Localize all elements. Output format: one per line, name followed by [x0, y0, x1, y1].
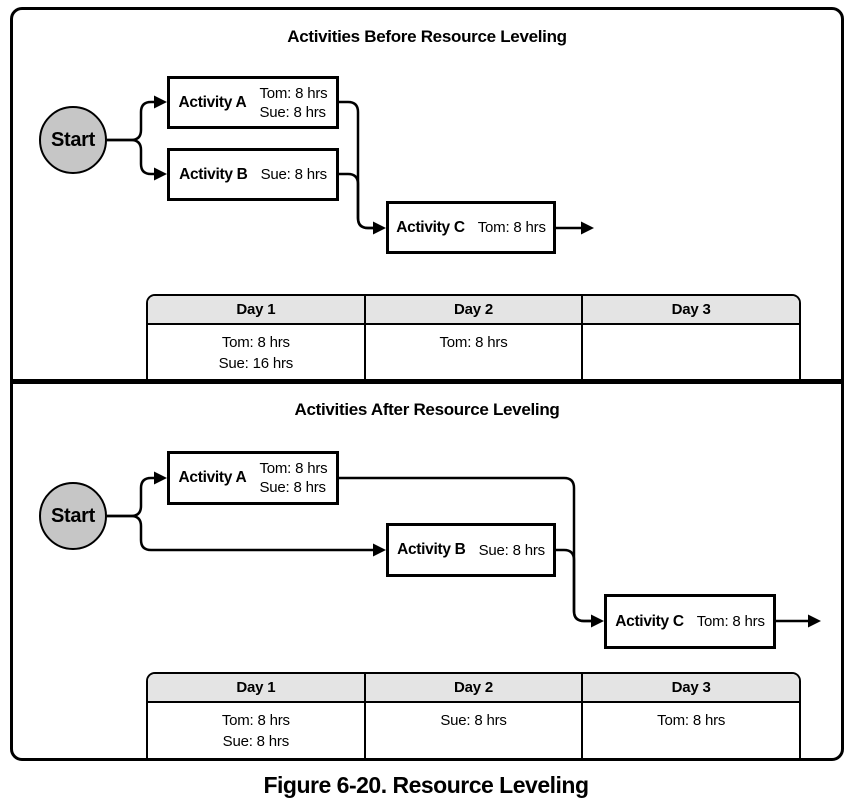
figure-caption: Figure 6-20. Resource Leveling: [263, 772, 589, 798]
activity-resources: Tom: 8 hrs Sue: 8 hrs: [259, 84, 327, 122]
table-header-row: Day 1 Day 2 Day 3: [148, 674, 799, 703]
table-header-day3: Day 3: [581, 296, 799, 323]
table-cell-day2: Sue: 8 hrs: [363, 703, 582, 758]
connector-start-to-activity-a: [107, 100, 154, 142]
resource-line: Sue: 8 hrs: [259, 479, 326, 496]
arrowhead-into-activity-a: [154, 95, 167, 109]
start-label: Start: [50, 128, 96, 151]
activity-name: Activity C: [615, 612, 684, 630]
activity-a-box: Activity A Tom: 8 hrs Sue: 8 hrs: [167, 451, 339, 505]
table-cell-day1: Tom: 8 hrs Sue: 16 hrs: [148, 325, 364, 379]
table-body-row: Tom: 8 hrs Sue: 16 hrs Tom: 8 hrs: [148, 325, 799, 379]
panel-title-before: Activities Before Resource Leveling: [287, 27, 567, 46]
activity-name: Activity B: [179, 165, 248, 183]
activity-name: Activity B: [397, 541, 466, 558]
connector-start-to-activity-b: [107, 138, 154, 176]
activity-resources: Tom: 8 hrs: [697, 612, 765, 631]
arrowhead-into-activity-c: [591, 614, 604, 628]
connector-activity-a-to-c: [339, 100, 373, 230]
resource-line: Sue: 8 hrs: [259, 103, 326, 121]
resource-line: Tom: 8 hrs: [259, 84, 328, 102]
start-label: Start: [50, 504, 96, 527]
resource-line: Sue: 8 hrs: [260, 166, 328, 183]
arrowhead-activity-c-out: [808, 614, 821, 628]
connector-layer-after: [107, 471, 821, 628]
arrowhead-into-activity-a: [154, 471, 167, 485]
activity-resources: Sue: 8 hrs: [260, 165, 328, 184]
table-cell-day2: Tom: 8 hrs: [363, 325, 582, 379]
activity-b-box: Activity B Sue: 8 hrs: [167, 148, 339, 201]
cell-line: Sue: 8 hrs: [222, 733, 290, 750]
table-header-day2: Day 2: [363, 296, 582, 323]
activity-c-box: Activity C Tom: 8 hrs: [386, 201, 556, 254]
table-cell-day1: Tom: 8 hrs Sue: 8 hrs: [148, 703, 364, 758]
activity-c-box: Activity C Tom: 8 hrs: [604, 594, 776, 649]
activity-a-box: Activity A Tom: 8 hrs Sue: 8 hrs: [167, 76, 339, 129]
resource-line: Sue: 8 hrs: [478, 541, 546, 559]
figure-border-box: Activities Before Resource Leveling Star…: [10, 7, 844, 761]
panel-before-leveling: Activities Before Resource Leveling Star…: [13, 10, 841, 384]
table-header-row: Day 1 Day 2 Day 3: [148, 296, 799, 325]
activity-resources: Tom: 8 hrs Sue: 8 hrs: [259, 459, 327, 497]
cell-line: Sue: 8 hrs: [440, 712, 507, 729]
table-header-day1: Day 1: [236, 679, 276, 696]
arrowhead-into-activity-b: [373, 543, 386, 557]
table-cell-day3: Tom: 8 hrs: [581, 703, 799, 758]
activity-resources: Sue: 8 hrs: [478, 541, 546, 560]
cell-line: Sue: 16 hrs: [218, 355, 294, 372]
table-header-day2: Day 2: [363, 674, 582, 701]
table-cell-day3: [581, 325, 799, 379]
connector-activity-b-to-c: [339, 172, 373, 230]
start-node: Start: [39, 482, 107, 550]
connector-layer-before: [107, 95, 594, 235]
arrowhead-into-activity-c: [373, 221, 386, 235]
table-header-day3: Day 3: [581, 674, 799, 701]
panel-title-after: Activities After Resource Leveling: [294, 400, 560, 419]
table-header-day1: Day 1: [236, 301, 276, 318]
connector-start-to-activity-a: [107, 476, 154, 518]
activity-resources: Tom: 8 hrs: [478, 218, 546, 237]
activity-name: Activity A: [178, 469, 247, 486]
resource-line: Tom: 8 hrs: [477, 219, 546, 236]
resource-usage-table-after: Day 1 Day 2 Day 3 Tom: 8 hrs Sue: 8 hrs …: [146, 672, 801, 758]
cell-line: Tom: 8 hrs: [439, 334, 508, 351]
cell-line: Tom: 8 hrs: [657, 712, 726, 729]
resource-usage-table-before: Day 1 Day 2 Day 3 Tom: 8 hrs Sue: 16 hrs…: [146, 294, 801, 379]
cell-line: Tom: 8 hrs: [221, 334, 290, 351]
resource-line: Tom: 8 hrs: [696, 613, 765, 630]
arrowhead-activity-c-out: [581, 221, 594, 235]
activity-b-box: Activity B Sue: 8 hrs: [386, 523, 556, 577]
table-body-row: Tom: 8 hrs Sue: 8 hrs Sue: 8 hrs Tom: 8 …: [148, 703, 799, 758]
cell-line: Tom: 8 hrs: [221, 712, 290, 729]
activity-name: Activity C: [396, 218, 465, 236]
activity-name: Activity A: [178, 93, 247, 111]
panel-after-leveling: Activities After Resource Leveling Start…: [13, 384, 841, 758]
arrowhead-into-activity-b: [154, 167, 167, 181]
resource-line: Tom: 8 hrs: [259, 460, 328, 477]
connector-start-to-activity-b: [107, 514, 373, 552]
start-node: Start: [39, 106, 107, 174]
connector-activity-b-to-c: [556, 548, 591, 623]
